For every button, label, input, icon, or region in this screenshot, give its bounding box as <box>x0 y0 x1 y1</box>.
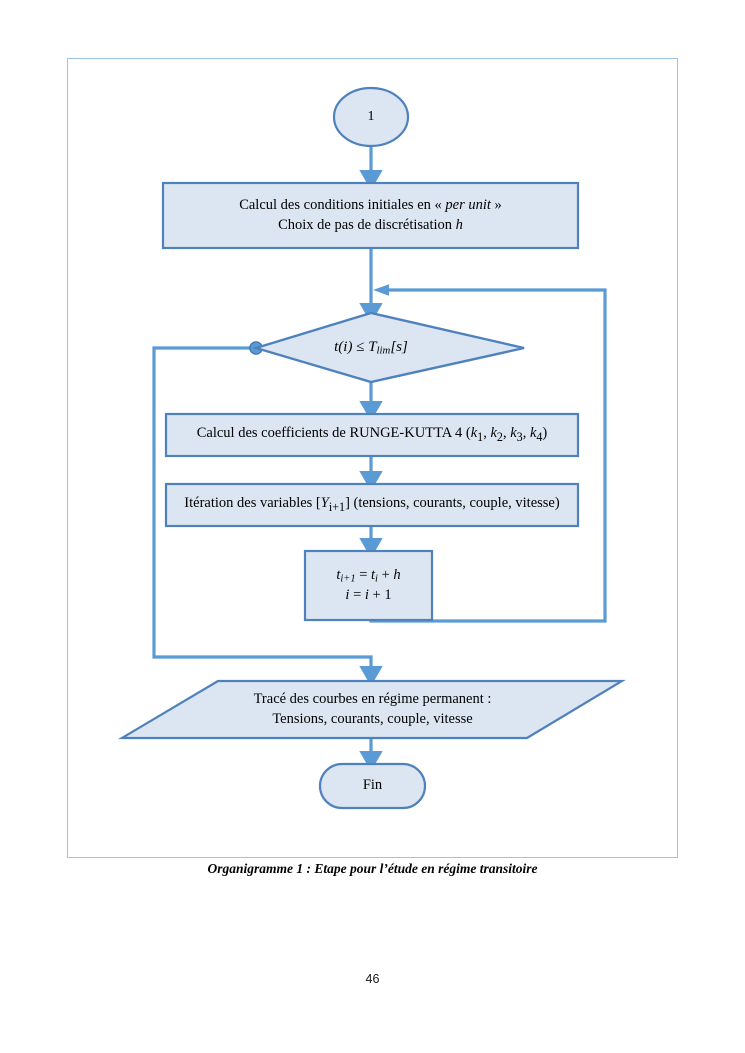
decision-operator: ≤ <box>352 339 369 356</box>
increment-line-2: i = i + 1 <box>345 586 391 605</box>
init-text-h: h <box>455 216 463 233</box>
iteration-node-label: Itération des variables [Yi+1] (tensions… <box>166 484 578 526</box>
increment-equals-1: = <box>355 566 371 583</box>
init-text-c: » <box>490 197 502 214</box>
init-node-label: Calcul des conditions initiales en « per… <box>163 183 578 248</box>
init-node-line-2: Choix de pas de discrétisation h <box>278 216 463 235</box>
rk-k3-subscript: 3 <box>516 429 523 444</box>
decision-t: t <box>334 339 339 356</box>
start-node-text: 1 <box>367 108 375 124</box>
iteration-var-Y: Y <box>320 495 329 512</box>
increment-t-next-subscript: i+1 <box>340 573 356 585</box>
increment-h: h <box>393 566 401 583</box>
rk-k4: k <box>529 425 537 442</box>
increment-line-1: ti+1 = ti + h <box>336 566 400 586</box>
decision-T-subscript: lim <box>376 344 391 357</box>
output-node-label: Tracé des courbes en régime permanent : … <box>218 681 527 738</box>
increment-plus-1: + <box>377 566 394 583</box>
increment-t-cur: t <box>371 566 376 583</box>
increment-i-cur: i <box>364 587 369 604</box>
rk-k4-subscript: 4 <box>536 429 543 444</box>
iteration-text: Itération des variables [Yi+1] (tensions… <box>184 494 559 516</box>
page-number: 46 <box>365 972 380 986</box>
increment-plus-2: + 1 <box>368 587 392 604</box>
iteration-text-a: Itération des variables [ <box>184 495 321 512</box>
increment-node-label: ti+1 = ti + h i = i + 1 <box>305 551 432 620</box>
end-node-label: Fin <box>320 764 425 808</box>
decision-T: T <box>368 339 377 356</box>
decision-index: (i) <box>338 339 353 356</box>
output-node-line-1: Tracé des courbes en régime permanent : <box>253 691 492 708</box>
init-text-a: Calcul des conditions initiales en « <box>239 197 446 214</box>
start-node-label: 1 <box>334 88 408 146</box>
rk-text-a: Calcul des coefficients de RUNGE-KUTTA 4… <box>196 425 471 442</box>
init-text-per-unit: per unit <box>445 197 491 214</box>
rk-sep-1: , <box>483 425 491 442</box>
iteration-var-subscript: i+1 <box>328 499 346 514</box>
output-node-line-2: Tensions, courants, couple, vitesse <box>272 710 473 727</box>
iteration-text-b: ] (tensions, courants, couple, vitesse) <box>345 495 560 512</box>
decision-unit: [s] <box>390 339 408 356</box>
rk-sep-3: , <box>522 425 530 442</box>
rk-k2-subscript: 2 <box>496 429 503 444</box>
increment-i-next: i <box>345 587 350 604</box>
decision-node-label: t(i) ≤ Tlim[s] <box>268 320 474 376</box>
rk-k1: k <box>470 425 478 442</box>
increment-equals-2: = <box>349 587 365 604</box>
runge-kutta-node-label: Calcul des coefficients de RUNGE-KUTTA 4… <box>166 414 578 456</box>
runge-kutta-text: Calcul des coefficients de RUNGE-KUTTA 4… <box>197 424 548 446</box>
figure-caption: Organigramme 1 : Etape pour l’étude en r… <box>207 861 538 876</box>
rk-sep-2: , <box>502 425 511 442</box>
figure-frame <box>67 58 678 858</box>
decision-expression: t(i) ≤ Tlim[s] <box>334 338 408 358</box>
rk-k1-subscript: 1 <box>477 429 484 444</box>
increment-t-next: t <box>336 566 341 583</box>
rk-k3: k <box>510 425 517 442</box>
init-node-line-1: Calcul des conditions initiales en « per… <box>239 196 502 215</box>
increment-t-cur-subscript: i <box>375 573 378 585</box>
end-node-text: Fin <box>362 777 383 794</box>
init-text-step: Choix de pas de discrétisation <box>278 216 456 233</box>
rk-text-b: ) <box>542 425 548 442</box>
rk-k2: k <box>490 425 497 442</box>
